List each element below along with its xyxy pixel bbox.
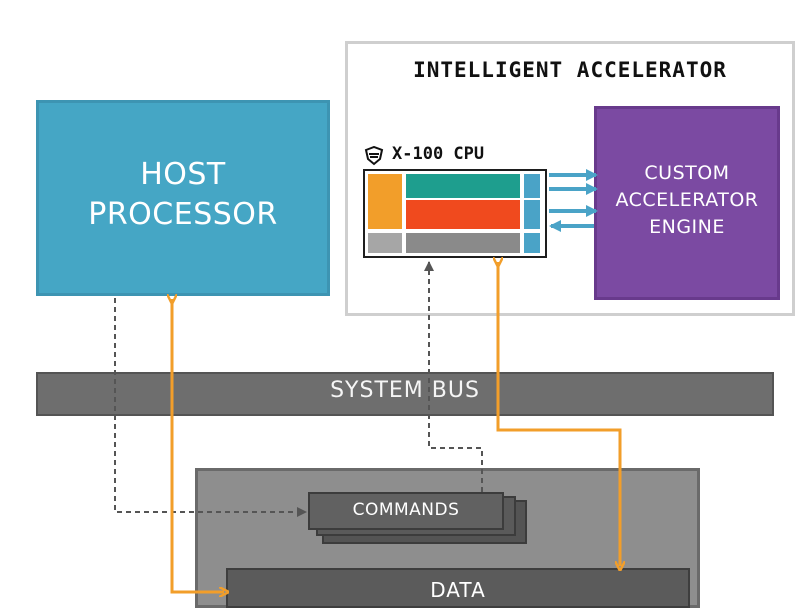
engine-title-line-3: ENGINE [649, 216, 725, 238]
intelligent-accelerator-title: INTELLIGENT ACCELERATOR [413, 58, 727, 82]
host-processor-title: HOST PROCESSOR [36, 155, 330, 235]
cpu-block-gray-wide [406, 233, 520, 253]
shield-logo-icon [364, 146, 384, 166]
engine-title-line-2: ACCELERATOR [615, 189, 759, 211]
cpu-lane-red [406, 200, 520, 229]
host-title-line-2: PROCESSOR [88, 197, 278, 232]
cpu-port-1 [524, 174, 540, 198]
engine-title-line-1: CUSTOM [644, 162, 730, 184]
cpu-label: X-100 CPU [392, 144, 485, 164]
cpu-port-3 [524, 233, 540, 253]
commands-label: COMMANDS [352, 500, 460, 520]
cpu-port-2 [524, 200, 540, 229]
data-label: DATA [430, 578, 486, 602]
cpu-lane-teal [406, 174, 520, 198]
system-bus-label: SYSTEM BUS [330, 378, 480, 403]
custom-accelerator-engine-block [594, 106, 780, 300]
x100-cpu-chip [363, 169, 547, 258]
cpu-core-orange [368, 174, 402, 229]
cpu-block-gray-small [368, 233, 402, 253]
commands-block [308, 492, 504, 530]
host-processor-block [36, 100, 330, 296]
engine-title: CUSTOM ACCELERATOR ENGINE [594, 160, 780, 241]
host-title-line-1: HOST [140, 157, 226, 192]
